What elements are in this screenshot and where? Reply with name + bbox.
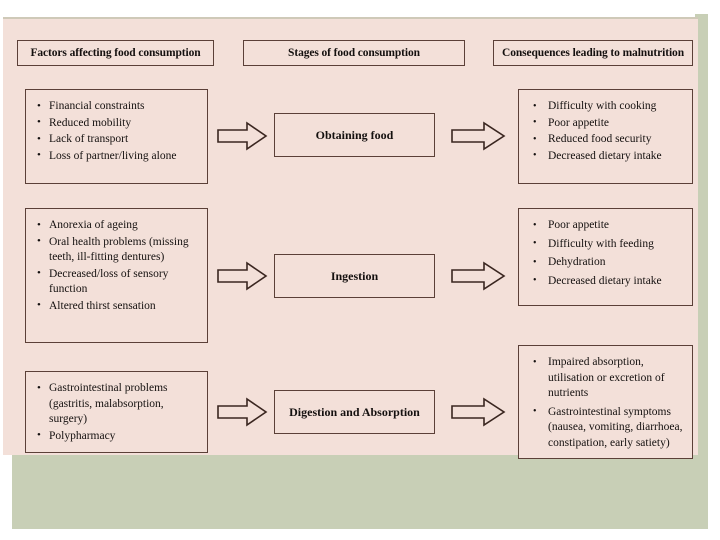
- arrow-right-icon-factors-to-digestion: [216, 396, 268, 428]
- list-item: Gastrointestinal problems (gastritis, ma…: [36, 381, 199, 428]
- list-item: Reduced food security: [529, 132, 684, 148]
- factors-list-ingestion: Anorexia of ageing Oral health problems …: [36, 218, 199, 314]
- list-item: Oral health problems (missing teeth, ill…: [36, 234, 199, 266]
- arrow-right-icon-ingestion-to-consequences: [450, 260, 506, 292]
- column-header-consequences: Consequences leading to malnutrition: [493, 40, 693, 66]
- list-item: Gastrointestinal symptoms (nausea, vomit…: [529, 404, 684, 452]
- column-header-stages-label: Stages of food consumption: [288, 47, 420, 59]
- factors-box-obtaining-food: Financial constraints Reduced mobility L…: [25, 89, 208, 184]
- list-item: Financial constraints: [36, 99, 199, 115]
- column-header-factors: Factors affecting food consumption: [17, 40, 214, 66]
- column-header-stages: Stages of food consumption: [243, 40, 465, 66]
- list-item: Poor appetite: [529, 115, 684, 132]
- stage-label-ingestion: Ingestion: [330, 268, 379, 283]
- list-item: Altered thirst sensation: [36, 298, 199, 315]
- stage-box-ingestion: Ingestion: [274, 254, 435, 298]
- diagram-panel: Factors affecting food consumption Stage…: [3, 17, 698, 459]
- factors-list-digestion-and-absorption: Gastrointestinal problems (gastritis, ma…: [36, 381, 199, 444]
- arrow-right-icon-digestion-to-consequences: [450, 396, 506, 428]
- consequences-box-digestion-and-absorption: Impaired absorption, utilisation or excr…: [518, 345, 693, 459]
- consequences-list-digestion-and-absorption: Impaired absorption, utilisation or excr…: [529, 355, 684, 451]
- stage-box-obtaining-food: Obtaining food: [274, 113, 435, 157]
- list-item: Anorexia of ageing: [36, 218, 199, 234]
- consequences-box-ingestion: Poor appetite Difficulty with feeding De…: [518, 208, 693, 306]
- list-item: Decreased/loss of sensory function: [36, 266, 199, 298]
- list-item: Reduced mobility: [36, 115, 199, 132]
- accent-panel-right: [695, 14, 708, 529]
- factors-box-digestion-and-absorption: Gastrointestinal problems (gastritis, ma…: [25, 371, 208, 453]
- consequences-list-ingestion: Poor appetite Difficulty with feeding De…: [529, 218, 684, 289]
- list-item: Lack of transport: [36, 132, 199, 148]
- list-item: Impaired absorption, utilisation or excr…: [529, 355, 684, 402]
- list-item: Polypharmacy: [36, 428, 199, 445]
- list-item: Poor appetite: [529, 218, 684, 234]
- column-header-factors-label: Factors affecting food consumption: [30, 47, 201, 59]
- stage-label-digestion-and-absorption: Digestion and Absorption: [289, 404, 420, 419]
- column-header-consequences-label: Consequences leading to malnutrition: [501, 47, 684, 59]
- consequences-list-obtaining-food: Difficulty with cooking Poor appetite Re…: [529, 99, 684, 164]
- list-item: Difficulty with feeding: [529, 236, 684, 253]
- arrow-right-icon-factors-to-obtaining-food: [216, 120, 268, 152]
- list-item: Loss of partner/living alone: [36, 148, 199, 165]
- stage-label-obtaining-food: Obtaining food: [315, 127, 394, 142]
- factors-box-ingestion: Anorexia of ageing Oral health problems …: [25, 208, 208, 343]
- accent-panel-bottom: [12, 452, 708, 529]
- factors-list-obtaining-food: Financial constraints Reduced mobility L…: [36, 99, 199, 164]
- list-item: Decreased dietary intake: [529, 273, 684, 290]
- list-item: Dehydration: [529, 255, 684, 271]
- consequences-box-obtaining-food: Difficulty with cooking Poor appetite Re…: [518, 89, 693, 184]
- arrow-right-icon-factors-to-ingestion: [216, 260, 268, 292]
- list-item: Decreased dietary intake: [529, 148, 684, 165]
- stage-box-digestion-and-absorption: Digestion and Absorption: [274, 390, 435, 434]
- list-item: Difficulty with cooking: [529, 99, 684, 115]
- arrow-right-icon-obtaining-food-to-consequences: [450, 120, 506, 152]
